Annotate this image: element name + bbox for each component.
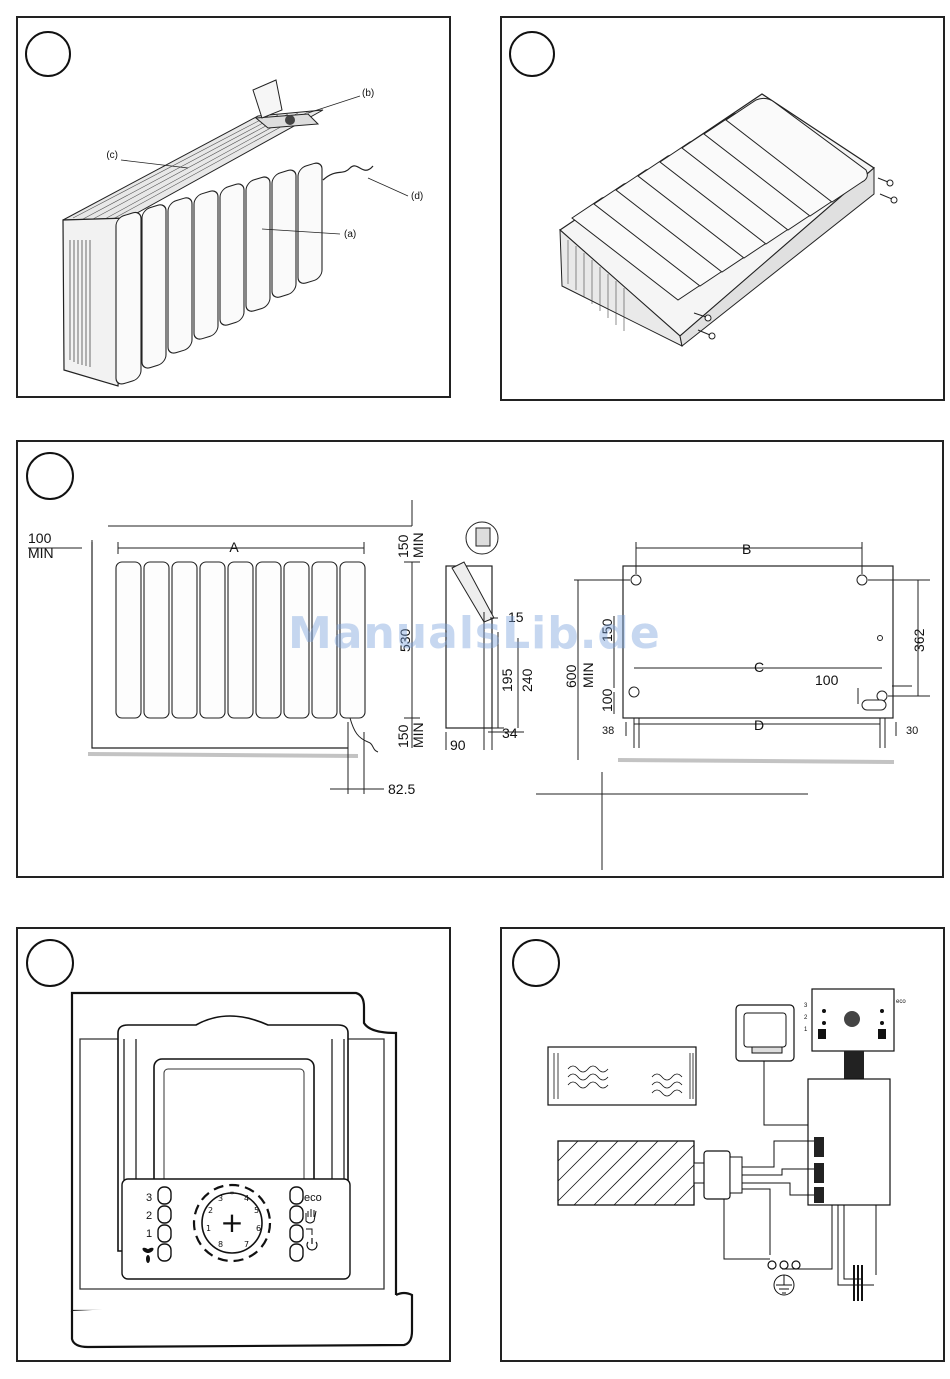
dim-back-38: 38 xyxy=(602,725,614,737)
callout-d: (d) xyxy=(411,191,423,202)
dim-back-600: 600 xyxy=(563,664,579,688)
dial-plus: + xyxy=(220,1206,243,1239)
speed-label-1: 1 xyxy=(146,1228,152,1240)
dim-back-150: 150 xyxy=(599,618,615,642)
dim-width-a: A xyxy=(229,539,239,555)
dial-mark-7: 7 xyxy=(244,1240,249,1249)
step-circle xyxy=(27,453,73,499)
dim-c: C xyxy=(754,659,764,675)
dim-side-15: 15 xyxy=(508,609,524,625)
mounting-drawing xyxy=(502,18,945,401)
dim-back-30: 30 xyxy=(906,725,918,737)
panel-wiring: 3 2 1 eco xyxy=(500,927,945,1362)
dim-min-left: 100 xyxy=(28,530,52,546)
dial-mark-4: 4 xyxy=(244,1194,249,1203)
ground-icon xyxy=(774,1275,794,1295)
ctrl-speed-3: 3 xyxy=(804,1003,808,1009)
dim-side-34: 34 xyxy=(502,725,518,741)
ctrl-eco: eco xyxy=(896,999,906,1005)
dim-min-left-unit: MIN xyxy=(28,545,54,561)
dim-top-clearance-unit: MIN xyxy=(410,532,426,558)
step-circle xyxy=(513,940,559,986)
ctrl-speed-1: 1 xyxy=(804,1027,808,1033)
speed-label-2: 2 xyxy=(146,1210,152,1222)
dim-side-240: 240 xyxy=(519,668,535,692)
appliance-drawing: (c) (b) (d) (a) xyxy=(18,18,451,398)
dim-bottom-clearance: 150 xyxy=(395,724,411,748)
dimensions-drawing: 100 MIN A 150 MIN 530 150 MIN 82.5 15 19… xyxy=(18,442,944,878)
dim-back-600-unit: MIN xyxy=(580,662,596,688)
dim-cable-offset: 82.5 xyxy=(388,781,415,797)
panel-dimensions: 100 MIN A 150 MIN 530 150 MIN 82.5 15 19… xyxy=(16,440,944,878)
dim-back-100h: 100 xyxy=(815,672,839,688)
step-circle xyxy=(26,32,70,76)
callout-a: (a) xyxy=(344,229,356,240)
dial-mark-1: 1 xyxy=(206,1224,211,1233)
panel-mounting-back xyxy=(500,16,945,401)
dial-mark-3: 3 xyxy=(218,1194,223,1203)
dim-height: 530 xyxy=(397,628,413,652)
dial-mark-6: 6 xyxy=(256,1224,261,1233)
dim-back-100v: 100 xyxy=(599,688,615,712)
speed-label-3: 3 xyxy=(146,1192,152,1204)
control-unit-drawing: 3 2 1 eco + 1 2 3 4 5 6 7 8 xyxy=(18,929,451,1362)
eco-label: eco xyxy=(304,1192,322,1204)
callout-c: (c) xyxy=(106,150,118,161)
dial-mark-8: 8 xyxy=(218,1240,223,1249)
dim-top-clearance: 150 xyxy=(395,534,411,558)
dim-bottom-clearance-unit: MIN xyxy=(410,722,426,748)
panel-appliance-overview: (c) (b) (d) (a) xyxy=(16,16,451,398)
dim-back-362: 362 xyxy=(911,628,927,652)
panel-control-unit: 3 2 1 eco + 1 2 3 4 5 6 7 8 xyxy=(16,927,451,1362)
dim-side-195: 195 xyxy=(499,668,515,692)
dial-mark-5: 5 xyxy=(254,1206,259,1215)
dim-b: B xyxy=(742,541,751,557)
ctrl-speed-2: 2 xyxy=(804,1015,808,1021)
step-circle xyxy=(510,32,554,76)
callout-b: (b) xyxy=(362,88,374,99)
step-circle xyxy=(27,940,73,986)
dial-mark-2: 2 xyxy=(208,1206,213,1215)
dial-mark-star: * xyxy=(230,1190,234,1199)
dim-d: D xyxy=(754,717,764,733)
wiring-drawing: 3 2 1 eco xyxy=(502,929,945,1362)
dim-side-90: 90 xyxy=(450,737,466,753)
